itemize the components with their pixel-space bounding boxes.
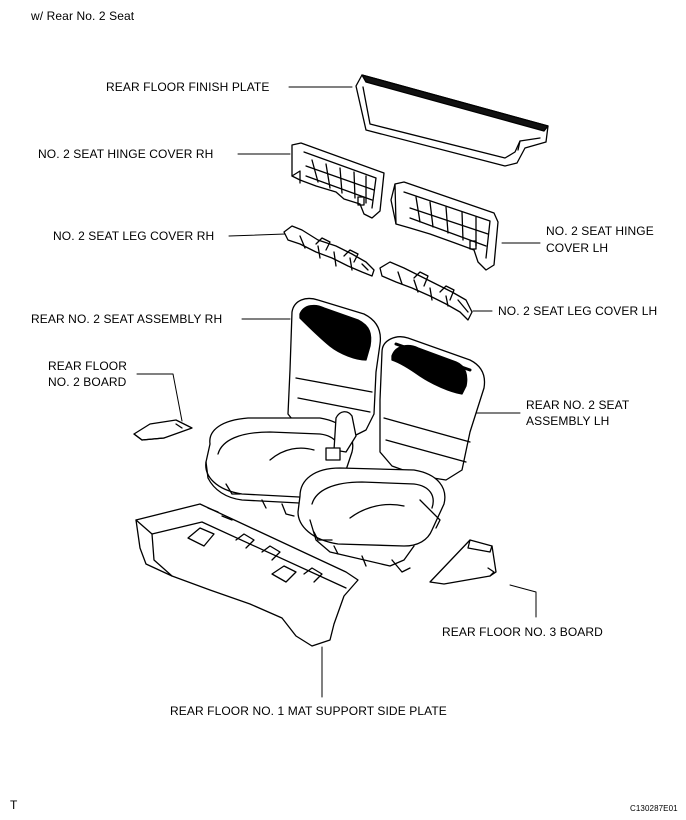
label-floor-no3-board: REAR FLOOR NO. 3 BOARD	[442, 625, 603, 639]
label-seat-leg-cover-rh: NO. 2 SEAT LEG COVER RH	[53, 229, 215, 243]
mat-support-side-plate-drawing	[135, 503, 359, 647]
seat-assembly-rh-drawing	[205, 297, 382, 517]
figure-code: C130287E01	[630, 804, 678, 813]
rear-floor-finish-plate-drawing	[355, 74, 549, 167]
label-rear-floor-finish-plate: REAR FLOOR FINISH PLATE	[106, 80, 270, 94]
label-seat-assembly-rh: REAR NO. 2 SEAT ASSEMBLY RH	[31, 312, 223, 326]
rear-floor-no3-board-drawing	[429, 539, 497, 585]
seat-leg-cover-rh-drawing	[283, 225, 375, 277]
label-seat-assembly-lh-line2: ASSEMBLY LH	[526, 414, 610, 428]
label-mat-support-side-plate: REAR FLOOR NO. 1 MAT SUPPORT SIDE PLATE	[170, 704, 447, 718]
seat-leg-cover-lh-drawing	[379, 261, 473, 321]
seat-hinge-cover-rh-drawing	[291, 142, 385, 219]
label-seat-leg-cover-lh: NO. 2 SEAT LEG COVER LH	[498, 304, 658, 318]
label-seat-assembly-lh-line1: REAR NO. 2 SEAT	[526, 398, 630, 412]
label-seat-hinge-cover-lh-line2: COVER LH	[546, 241, 609, 255]
label-floor-no2-board-line1: REAR FLOOR	[48, 359, 128, 373]
footer-mark: T	[10, 798, 18, 812]
label-seat-hinge-cover-rh: NO. 2 SEAT HINGE COVER RH	[38, 147, 214, 161]
condition-note: w/ Rear No. 2 Seat	[31, 9, 135, 23]
label-floor-no2-board-line2: NO. 2 BOARD	[48, 375, 127, 389]
rear-floor-no2-board-drawing	[133, 419, 193, 441]
leader-lines	[136, 86, 541, 698]
seat-hinge-cover-lh-drawing	[390, 181, 499, 271]
seat-assembly-lh-drawing	[297, 336, 486, 573]
label-seat-hinge-cover-lh-line1: NO. 2 SEAT HINGE	[546, 224, 654, 238]
